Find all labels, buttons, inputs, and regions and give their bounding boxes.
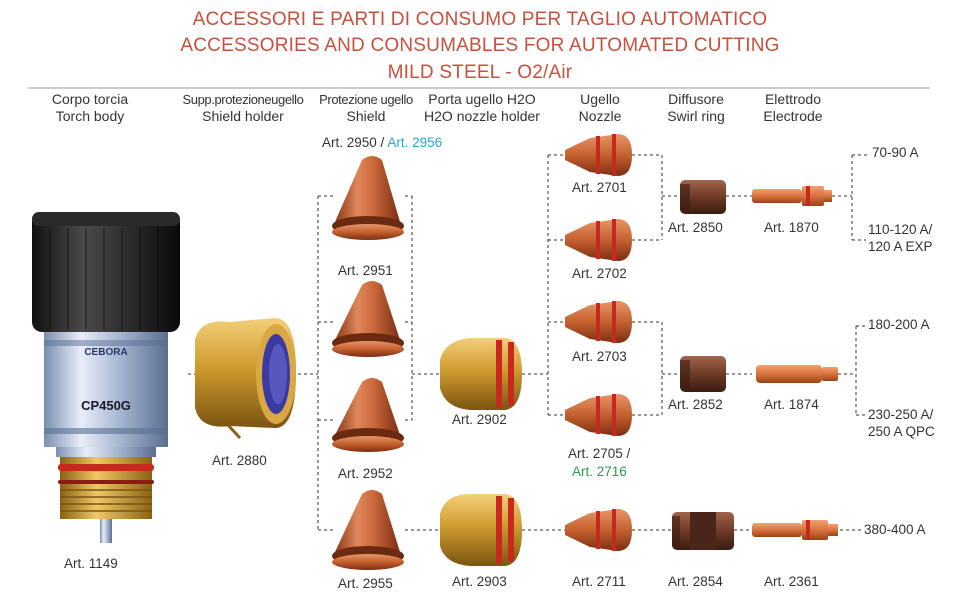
label-art-2951: Art. 2951 xyxy=(338,263,393,278)
nozzle-2705 xyxy=(565,394,632,436)
label-art-2903: Art. 2903 xyxy=(452,574,507,589)
label-art-2956: Art. 2956 xyxy=(387,135,442,150)
nozzle-2701 xyxy=(565,134,632,176)
header-torch-body: Corpo torcia Torch body xyxy=(30,91,150,125)
label-art-2952: Art. 2952 xyxy=(338,466,393,481)
label-art-2852: Art. 2852 xyxy=(668,397,723,412)
swirl-ring-2854 xyxy=(672,512,734,550)
label-art-2950: Art. 2950 / Art. 2956 xyxy=(322,135,442,150)
label-art-2703: Art. 2703 xyxy=(572,349,627,364)
label-art-2711: Art. 2711 xyxy=(572,574,626,589)
header-swirl-ring: Diffusore Swirl ring xyxy=(650,91,742,125)
label-art-2702: Art. 2702 xyxy=(572,266,627,281)
torch-model-text: CP450G xyxy=(81,398,131,413)
torch-brand-text: CEBORA xyxy=(84,347,127,358)
label-art-1874: Art. 1874 xyxy=(764,397,819,412)
header-nozzle-holder: Porta ugello H2O H2O nozzle holder xyxy=(412,91,552,125)
current-250-qpc: 250 A QPC xyxy=(868,424,935,439)
electrode-1870 xyxy=(752,186,832,206)
current-120-exp: 120 A EXP xyxy=(868,239,933,254)
nozzle-2703 xyxy=(565,301,632,343)
torch-body: CEBORA CP450G xyxy=(32,212,180,543)
shield-2952 xyxy=(332,378,404,452)
electrode-2361 xyxy=(752,520,838,540)
label-art-2854: Art. 2854 xyxy=(668,574,723,589)
shield-holder-2880 xyxy=(195,318,296,438)
nozzle-2711 xyxy=(565,509,632,551)
shield-2955 xyxy=(332,490,404,570)
header-nozzle: Ugello Nozzle xyxy=(560,91,640,125)
swirl-ring-2850 xyxy=(680,180,726,214)
header-shield-holder: Supp.protezioneugello Shield holder xyxy=(168,91,318,125)
shield-2951 xyxy=(332,281,404,357)
label-art-2701: Art. 2701 xyxy=(572,180,627,195)
shield-2950 xyxy=(332,156,404,240)
label-art-2705: Art. 2705 / xyxy=(568,446,630,461)
header-electrode: Elettrodo Electrode xyxy=(748,91,838,125)
nozzle-holder-2902 xyxy=(440,338,522,410)
current-70-90: 70-90 A xyxy=(872,145,919,160)
nozzle-2702 xyxy=(565,219,632,261)
electrode-1874 xyxy=(756,365,838,383)
nozzle-holder-2903 xyxy=(440,494,522,566)
label-art-2850: Art. 2850 xyxy=(668,220,723,235)
label-art-2716: Art. 2716 xyxy=(572,464,627,479)
current-380-400: 380-400 A xyxy=(864,522,926,537)
label-art-2361: Art. 2361 xyxy=(764,574,819,589)
label-art-1870: Art. 1870 xyxy=(764,220,819,235)
current-110-120: 110-120 A/ xyxy=(868,222,932,237)
label-art-2880: Art. 2880 xyxy=(212,453,267,468)
current-180-200: 180-200 A xyxy=(868,317,930,332)
swirl-ring-2852 xyxy=(680,356,726,392)
header-shield: Protezione ugello Shield xyxy=(310,91,422,125)
label-art-2955: Art. 2955 xyxy=(338,576,393,591)
current-230-250: 230-250 A/ xyxy=(868,407,933,422)
label-art-2902: Art. 2902 xyxy=(452,412,507,427)
label-art-1149: Art. 1149 xyxy=(64,556,118,571)
